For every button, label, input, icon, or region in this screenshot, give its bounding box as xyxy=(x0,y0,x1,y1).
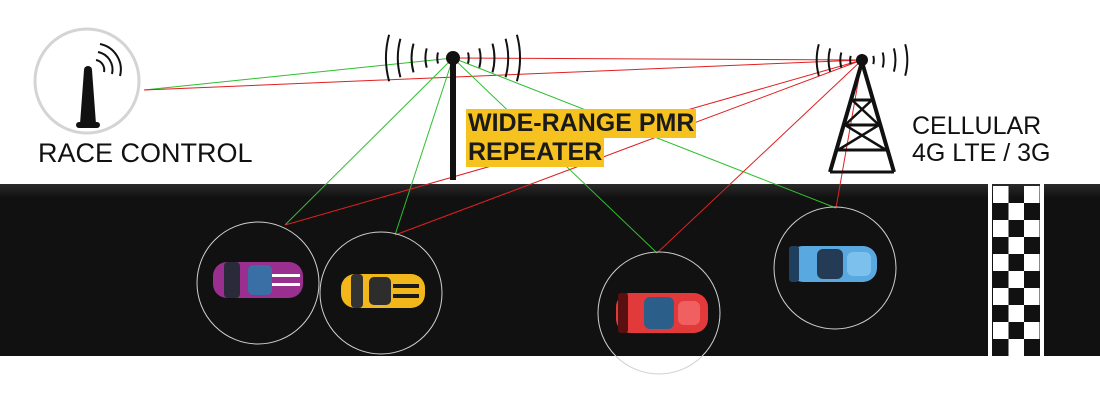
radio-wave-arc xyxy=(849,55,852,65)
radio-wave-arc xyxy=(410,43,415,73)
race-control-antenna-icon xyxy=(33,27,141,135)
car-range-circle xyxy=(597,251,721,375)
radio-wave-arc xyxy=(424,48,428,68)
finish-line xyxy=(988,184,1044,356)
pmr-link-line xyxy=(284,57,454,226)
finish-checker-square xyxy=(1008,305,1024,322)
finish-checker-square xyxy=(1024,288,1040,305)
cellular-link-line xyxy=(394,59,863,236)
radio-wave-arc xyxy=(872,55,875,65)
finish-checker-square xyxy=(993,186,1009,203)
finish-checker-square xyxy=(1008,237,1024,254)
finish-checker-square xyxy=(1008,339,1024,356)
radio-wave-arc xyxy=(892,48,897,72)
cellular-label: CELLULAR 4G LTE / 3G xyxy=(912,113,1050,167)
radio-wave-arc xyxy=(904,44,909,76)
radio-wave-arc xyxy=(515,34,521,82)
cellular-label-line2: 4G LTE / 3G xyxy=(912,139,1051,167)
finish-checker-square xyxy=(1024,322,1040,339)
pmr-link-line xyxy=(394,57,454,236)
radio-wave-arc xyxy=(839,52,843,68)
cellular-tower-icon xyxy=(815,44,909,174)
car-range-circle xyxy=(319,231,443,355)
car-blue xyxy=(789,246,877,282)
radio-wave-arc xyxy=(436,52,439,64)
cellular-link-line xyxy=(656,59,863,254)
radio-wave-arc xyxy=(478,48,482,68)
race-track xyxy=(0,184,1100,356)
car-yellow xyxy=(341,274,425,308)
cellular-link-line xyxy=(452,57,863,61)
car-red xyxy=(616,293,708,333)
race-control-label: RACE CONTROL xyxy=(38,138,253,168)
radio-wave-arc xyxy=(385,34,391,82)
cellular-label-line1: CELLULAR xyxy=(912,112,1042,140)
finish-checker-square xyxy=(1024,220,1040,237)
radio-wave-arc xyxy=(491,43,496,73)
finish-checker-square xyxy=(993,254,1009,271)
car-range-circles xyxy=(196,206,897,375)
cellular-link-line xyxy=(143,59,863,91)
radio-wave-arc xyxy=(504,38,510,78)
car-purple xyxy=(213,262,303,298)
pmr-link-line xyxy=(143,57,454,91)
finish-checker-square xyxy=(1008,203,1024,220)
repeater-label: WIDE-RANGE PMR REPEATER xyxy=(466,109,697,167)
cellular-link-line xyxy=(835,59,863,209)
signal-links xyxy=(143,57,863,254)
radio-wave-arc xyxy=(467,52,470,64)
radio-wave-arc xyxy=(827,48,832,72)
finish-checker-square xyxy=(1024,254,1040,271)
radio-wave-arc xyxy=(815,44,820,76)
radio-wave-arc xyxy=(396,38,402,78)
radio-wave-arc xyxy=(881,52,885,68)
repeater-label-line1: WIDE-RANGE PMR xyxy=(466,109,697,138)
repeater-label-line2: REPEATER xyxy=(466,138,605,167)
finish-checker-square xyxy=(993,288,1009,305)
finish-checker-square xyxy=(993,322,1009,339)
car-range-circle xyxy=(196,221,320,345)
finish-checker-square xyxy=(1024,186,1040,203)
finish-checker-square xyxy=(993,220,1009,237)
pmr-repeater-antenna-icon xyxy=(385,34,521,180)
car-range-circle xyxy=(773,206,897,330)
finish-checker-square xyxy=(1008,271,1024,288)
